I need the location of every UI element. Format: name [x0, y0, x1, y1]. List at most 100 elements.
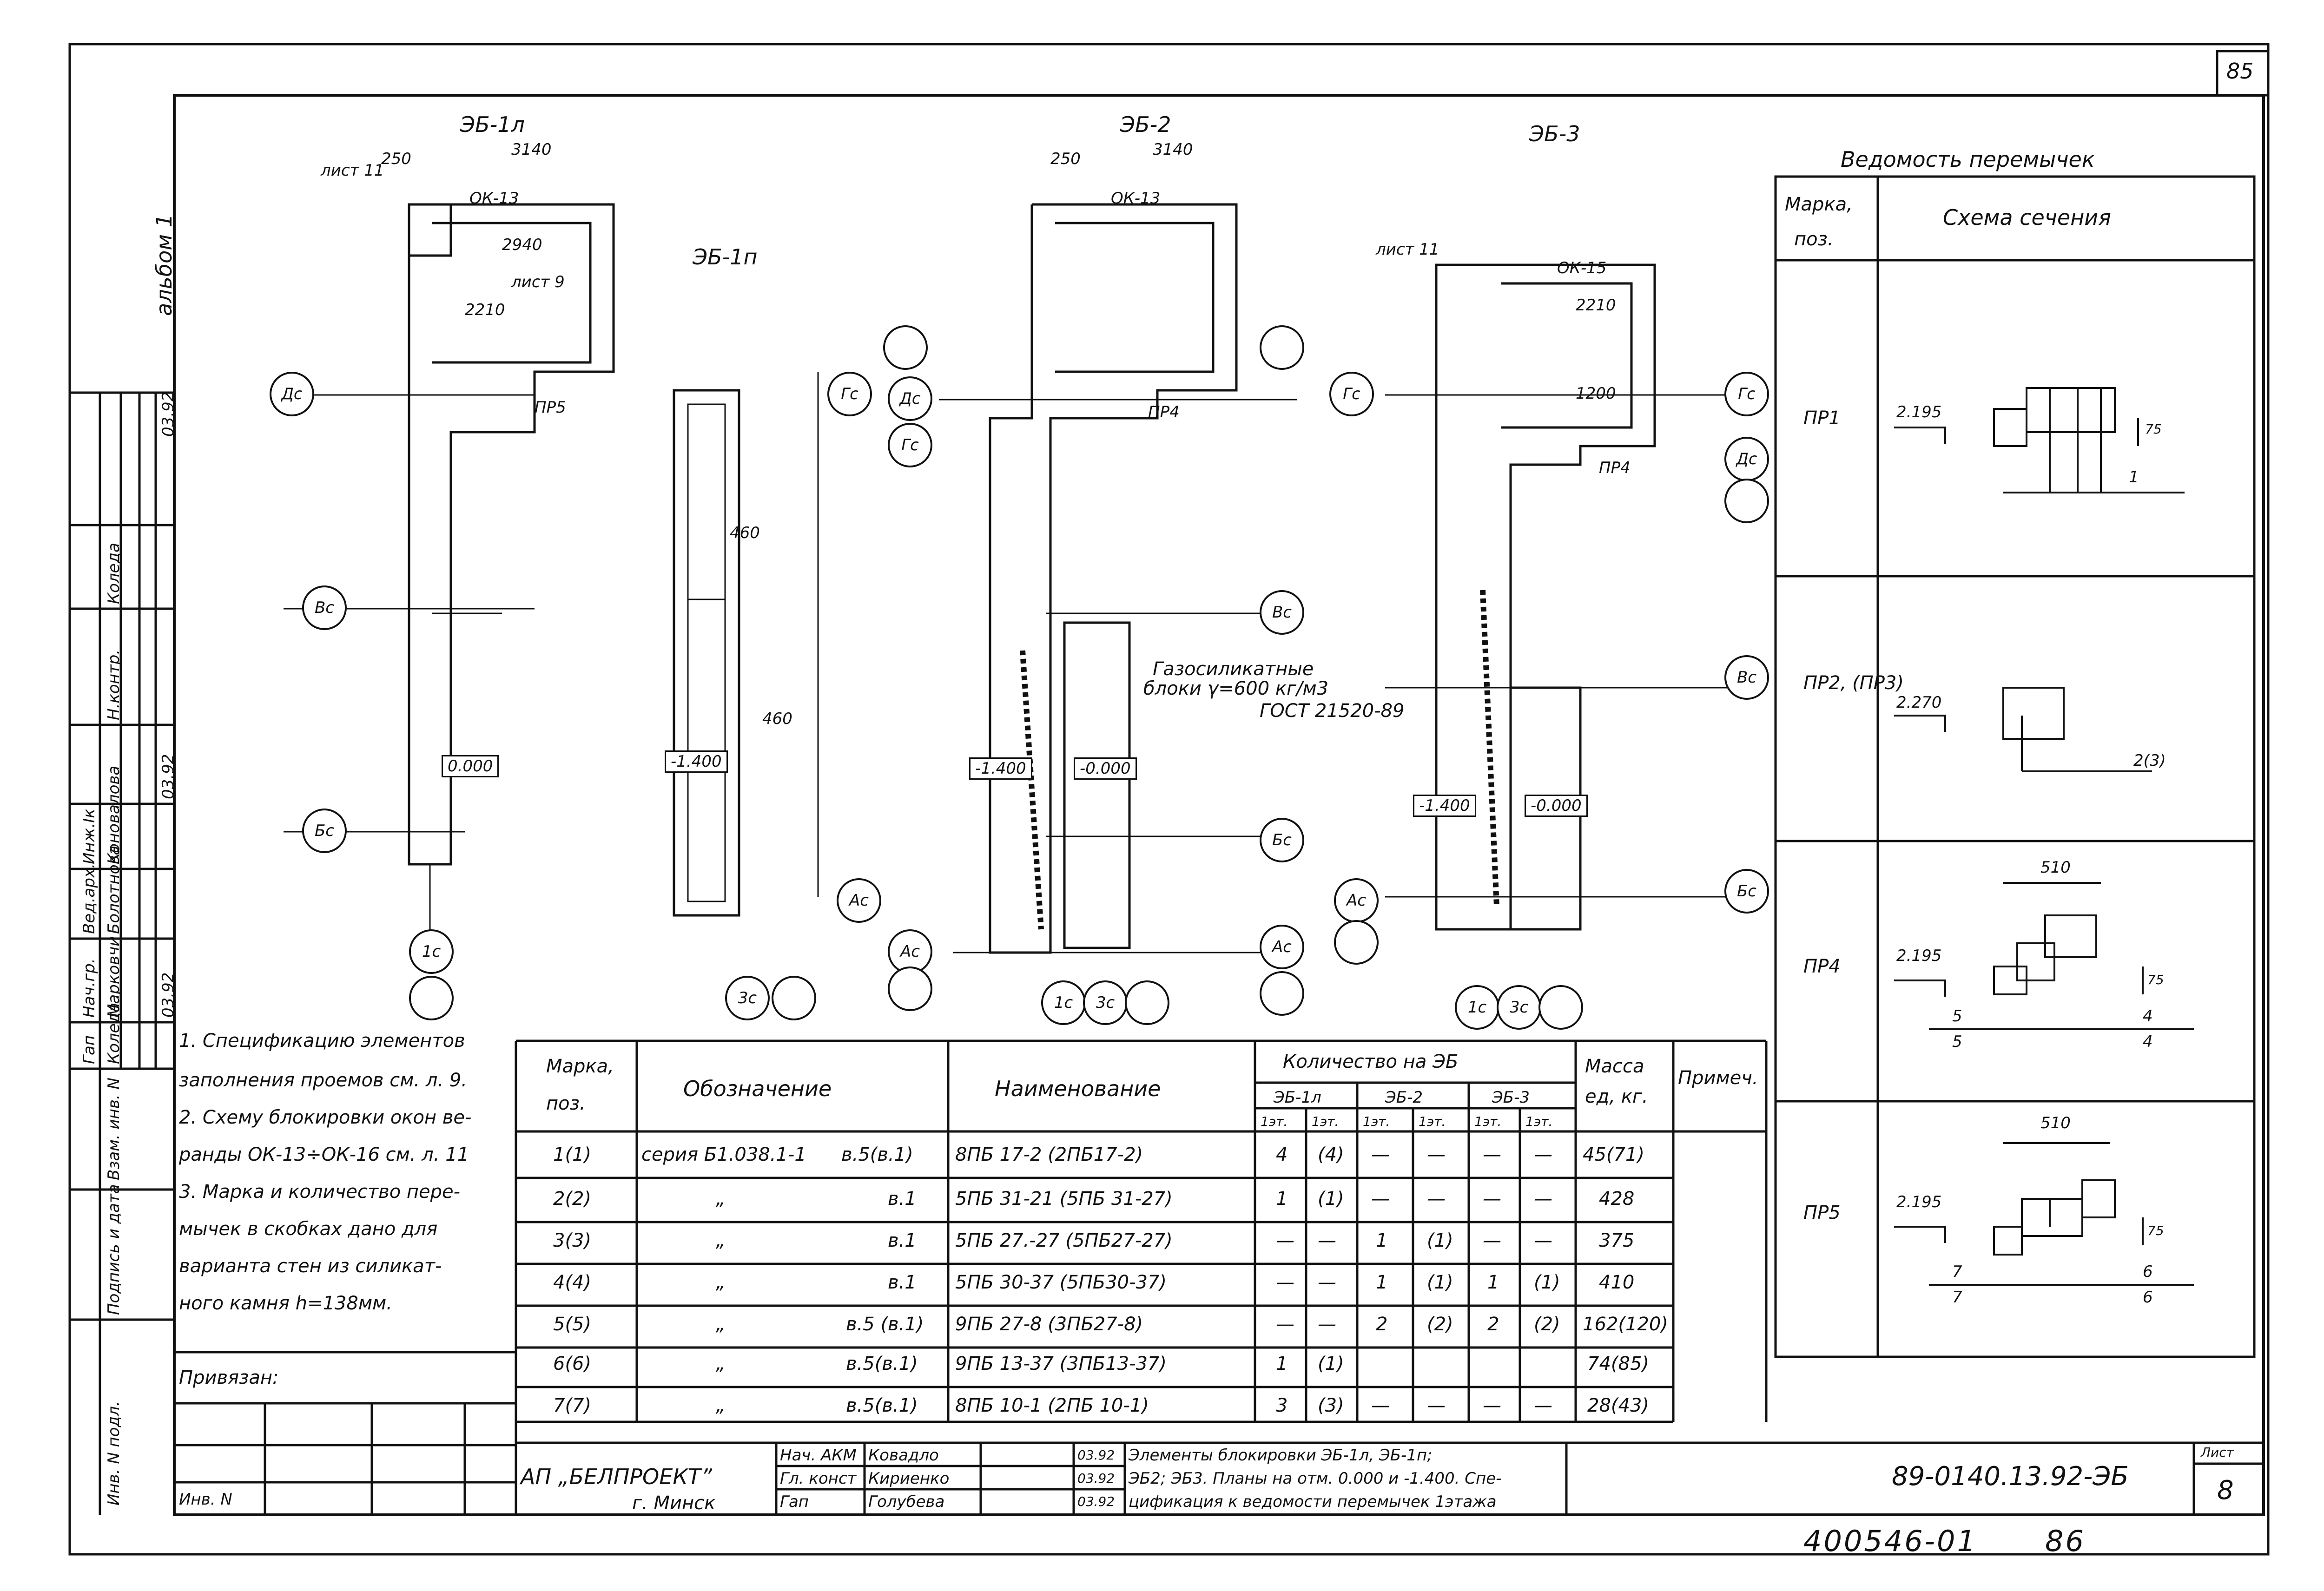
axis-marker: Ас — [1334, 878, 1379, 923]
axis-marker-blank — [1724, 479, 1769, 523]
dim-label: 250 — [381, 150, 411, 168]
spec-pos: 2(2) — [553, 1188, 592, 1210]
spec-qty: 1 — [1487, 1272, 1499, 1293]
axis-marker: Вс — [302, 585, 347, 630]
sign-date: 03.92 — [1077, 1471, 1115, 1486]
axis-marker-blank — [1260, 325, 1304, 370]
drawing-title-line: цификация к ведомости перемычек 1этажа — [1129, 1492, 1497, 1511]
level-tag: -1.400 — [665, 750, 728, 773]
dim-label: 250 — [1050, 150, 1081, 168]
spec-qty: — — [1534, 1144, 1552, 1165]
spec-qty: — — [1483, 1144, 1501, 1165]
sheet-ref: лист 11 — [1376, 240, 1439, 259]
spec-qty: 1 — [1276, 1353, 1288, 1374]
note-line: ного камня h=138мм. — [179, 1293, 392, 1314]
spec-mass: 428 — [1599, 1188, 1635, 1210]
axis-marker: Бс — [1724, 869, 1769, 914]
lintel-label: 7 — [1952, 1288, 1962, 1307]
spec-qty: 1 — [1276, 1188, 1288, 1210]
spec-qty: 4 — [1276, 1144, 1288, 1165]
spec-header-mark: Марка, — [546, 1056, 614, 1077]
side-label-3: Инв. N подл. — [105, 1401, 123, 1506]
spec-issue: в.5(в.1) — [846, 1353, 918, 1374]
axis-marker-blank — [409, 976, 454, 1020]
spec-header-designation: Обозначение — [683, 1076, 832, 1101]
sign-name: Кириенко — [868, 1469, 950, 1488]
stamp-date-1: 03.92 — [159, 754, 178, 799]
gas-block-note-1: Газосиликатные — [1153, 658, 1314, 680]
level-tag: -1.400 — [1413, 795, 1476, 817]
spec-name: 9ПБ 27-8 (3ПБ27-8) — [955, 1314, 1143, 1335]
gas-block-note-2: блоки γ=600 кг/м3 — [1143, 678, 1329, 699]
spec-header-note: Примеч. — [1678, 1067, 1758, 1089]
level-tag: -0.000 — [1525, 795, 1588, 817]
axis-marker-blank — [1334, 920, 1379, 965]
spec-issue: в.1 — [888, 1230, 917, 1251]
designation-code: 89-0140.13.92-ЭБ — [1892, 1461, 2129, 1492]
spec-header-group: ЭБ-1л — [1274, 1088, 1321, 1107]
lintel-label: 6 — [2143, 1288, 2153, 1307]
spec-pos: 5(5) — [553, 1314, 592, 1335]
axis-marker: Вс — [1260, 590, 1304, 635]
dim-label: 2940 — [502, 236, 542, 254]
org-city: г. Минск — [632, 1492, 716, 1514]
spec-qty: — — [1534, 1230, 1552, 1251]
lintel-label: 2(3) — [2133, 751, 2166, 770]
note-line: 3. Марка и количество пере- — [179, 1181, 461, 1203]
spec-qty: (1) — [1427, 1272, 1453, 1293]
org-name: АП „БЕЛПРОЕКТ” — [521, 1464, 712, 1489]
spec-qty: — — [1483, 1230, 1501, 1251]
lintel-label: 75 — [2147, 972, 2164, 987]
stamp-extra-date: 03.92 — [159, 391, 178, 437]
spec-qty: — — [1276, 1272, 1294, 1293]
spec-mass: 74(85) — [1587, 1353, 1650, 1374]
axis-marker-blank — [1538, 985, 1583, 1030]
spec-qty: — — [1483, 1188, 1501, 1210]
spec-header-sub: 1эт. — [1312, 1114, 1339, 1129]
spec-qty: (2) — [1427, 1314, 1453, 1335]
dim-label: 3140 — [1153, 140, 1193, 159]
spec-header-qty: Количество на ЭБ — [1283, 1051, 1459, 1072]
spec-series: „ — [716, 1188, 726, 1210]
spec-issue: в.5(в.1) — [841, 1144, 913, 1165]
mark-label: ОК-13 — [469, 189, 519, 208]
axis-marker-blank — [1260, 971, 1304, 1016]
archive-number: 400546-01 — [1803, 1524, 1977, 1558]
stamp-date-2: 03.92 — [159, 972, 178, 1018]
axis-marker: Гс — [1724, 372, 1769, 416]
drawing-title-line: ЭБ2; ЭБ3. Планы на отм. 0.000 и -1.400. … — [1129, 1469, 1502, 1488]
dim-label: 460 — [730, 524, 760, 542]
plan-title-eb1p: ЭБ-1п — [693, 244, 758, 270]
spec-qty: 1 — [1376, 1230, 1388, 1251]
spec-mass: 162(120) — [1583, 1314, 1668, 1335]
lintel-elev: 2.195 — [1896, 947, 1942, 965]
spec-qty: 2 — [1487, 1314, 1499, 1335]
spec-qty: — — [1427, 1144, 1446, 1165]
dim-label: 2210 — [465, 301, 505, 319]
spec-mass: 375 — [1599, 1230, 1635, 1251]
lintel-elev: 2.270 — [1896, 693, 1942, 712]
dim-label: 2210 — [1576, 296, 1616, 315]
axis-marker: Дс — [270, 372, 314, 416]
stamp-role-4: Инж.Iк — [80, 809, 99, 864]
axis-marker: Гс — [1329, 372, 1374, 416]
stamp-role-1: Гап — [80, 1035, 99, 1064]
spec-header-name: Наименование — [995, 1076, 1161, 1101]
sign-role: Нач. АКМ — [780, 1446, 857, 1465]
spec-pos: 4(4) — [553, 1272, 592, 1293]
sign-date: 03.92 — [1077, 1494, 1115, 1509]
spec-issue: в.1 — [888, 1188, 917, 1210]
axis-marker: 3с — [725, 976, 770, 1020]
sheet-label: Лист — [2201, 1445, 2234, 1460]
spec-name: 9ПБ 13-37 (3ПБ13-37) — [955, 1353, 1167, 1374]
spec-header-group: ЭБ-2 — [1385, 1088, 1423, 1107]
axis-marker: Дс — [888, 376, 932, 421]
note-line: 1. Спецификацию элементов — [179, 1030, 465, 1052]
album-label: альбом 1 — [152, 214, 177, 316]
archive-page: 86 — [2045, 1524, 2086, 1558]
spec-header-mass-2: ед, кг. — [1585, 1086, 1648, 1107]
spec-qty: — — [1534, 1395, 1552, 1416]
axis-marker-blank — [883, 325, 928, 370]
mark-label: ОК-15 — [1557, 259, 1607, 277]
